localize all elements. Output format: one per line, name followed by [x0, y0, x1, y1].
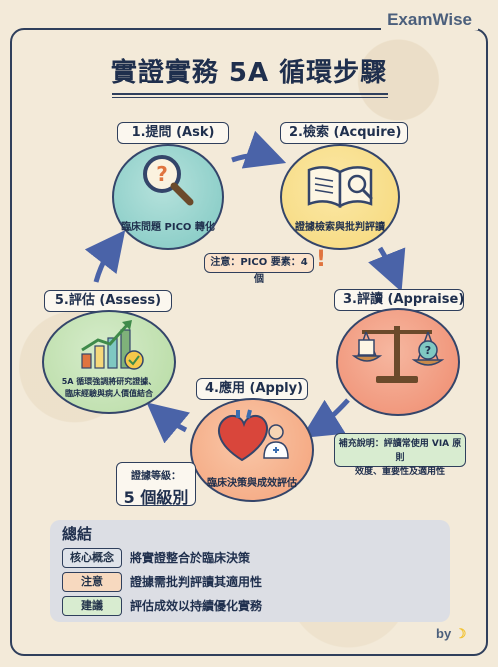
step-assess-caption-line2: 臨床經驗與病人價值結合 — [65, 389, 153, 398]
arrow-appraise-to-apply — [301, 398, 350, 438]
svg-text:?: ? — [425, 344, 431, 357]
step-ask-caption: 臨床問題 PICO 轉化 — [121, 222, 215, 233]
balance-scale-icon: ? — [351, 326, 445, 383]
step-assess-label: 5.評估 (Assess) — [44, 290, 172, 312]
page-title: 實證實務 5A 循環步驟 — [110, 58, 388, 88]
footer-by: by ☽ — [436, 626, 466, 642]
summary-text-suggestion: 評估成效以持續優化實務 — [130, 599, 263, 613]
appraise-note-line1: 補充說明：評讀常使用 VIA 原則 — [338, 439, 462, 463]
step-acquire-caption: 證據檢索與批判評讀 — [295, 222, 385, 233]
magnifier-question-icon: ? — [143, 155, 194, 206]
appraise-note: 補充說明：評讀常使用 VIA 原則 效度、重要性及適用性 — [334, 433, 466, 477]
footer-by-text: by — [436, 626, 452, 641]
step-apply-label: 4.應用 (Apply) — [196, 378, 308, 400]
arrow-ask-to-acquire — [231, 130, 287, 169]
summary-text-caution: 證據需批判評讀其適用性 — [130, 575, 263, 589]
pico-note: 注意：PICO 要素：4 個 — [204, 253, 314, 285]
summary-title: 總結 — [62, 525, 93, 543]
summary-text-core: 將實證整合於臨床決策 — [130, 551, 251, 565]
evidence-level-value: 5 個級別 — [123, 488, 189, 507]
heart-doctor-icon — [217, 409, 289, 462]
appraise-note-line2: 效度、重要性及適用性 — [354, 467, 445, 477]
summary-tag-caution: 注意 — [62, 572, 122, 592]
step-acquire-label: 2.檢索 (Acquire) — [280, 122, 408, 144]
arrow-assess-to-ask — [84, 230, 126, 283]
open-book-search-icon — [307, 166, 373, 209]
svg-text:?: ? — [156, 162, 168, 186]
arrow-apply-to-assess — [146, 402, 191, 444]
growth-chart-icon — [81, 320, 144, 370]
brand-logo-text: ExamWise — [381, 10, 478, 30]
poster-frame — [10, 28, 488, 656]
step-apply-caption: 臨床決策與成效評估 — [207, 478, 297, 489]
exclamation-icon: ! — [316, 247, 327, 272]
title-underline — [112, 93, 388, 98]
step-appraise-label: 3.評讀 (Appraise) — [334, 289, 464, 311]
banana-icon: ☽ — [454, 626, 467, 641]
step-ask-label: 1.提問 (Ask) — [117, 122, 229, 144]
summary-tag-core: 核心概念 — [62, 548, 122, 568]
step-assess-caption-line1: 5A 循環強調將研究證據、 — [61, 377, 157, 386]
summary-tag-suggestion: 建議 — [62, 596, 122, 616]
arrow-acquire-to-appraise — [368, 246, 406, 292]
evidence-level-note: 證據等級： 5 個級別 — [116, 462, 196, 507]
evidence-level-label: 證據等級： — [131, 471, 181, 482]
